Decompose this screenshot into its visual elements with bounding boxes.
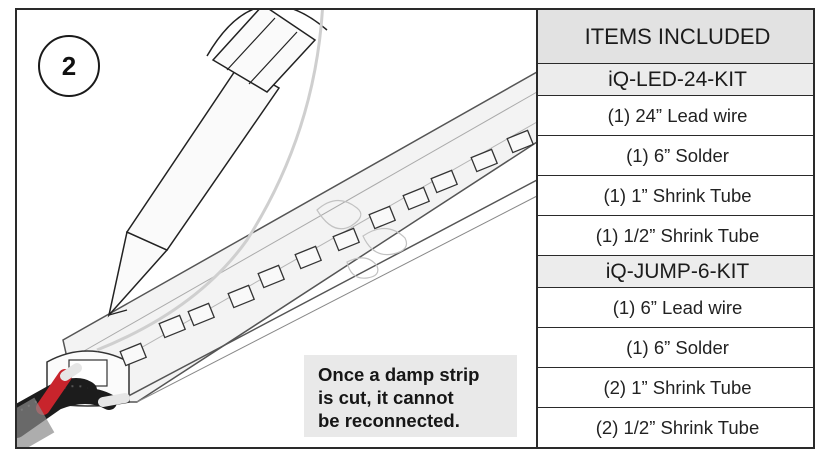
items-included-title: ITEMS INCLUDED [538,10,813,64]
lead-wire-illustration [17,363,130,447]
led-strip-illustration [46,71,564,407]
kit-item: (2) 1/2” Shrink Tube [595,417,760,438]
step-number: 2 [61,50,77,81]
kit-item: (1) 1/2” Shrink Tube [538,216,813,256]
soldering-iron-illustration [107,10,328,318]
items-included-table: ITEMS INCLUDED iQ-LED-24-KIT (1) 24” Lea… [536,10,813,447]
instruction-panel: 2 Once a damp strip is cut, it cannot be… [15,8,815,449]
led-strip-soldering-illustration [17,10,564,447]
note-line: Once a damp strip [318,364,480,385]
damp-strip-warning-note: Once a damp strip is cut, it cannot be r… [304,355,517,437]
kit-item: (1) 6” Lead wire [538,288,813,328]
kit-item: (1) 6” Solder [538,328,813,368]
kit-item: (1) 24” Lead wire [538,96,813,136]
kit-name: iQ-JUMP-6-KIT [538,256,813,288]
note-line: be reconnected. [318,410,460,431]
solder-wire-illustration [96,10,324,352]
kit-item: (1) 6” Solder [538,136,813,176]
kit-name: iQ-LED-24-KIT [538,64,813,96]
led-chip-row [119,129,535,367]
kit-item: (1) 1” Shrink Tube [538,176,813,216]
note-line: is cut, it cannot [318,387,454,408]
step-number-badge: 2 [38,35,100,97]
kit-item: (2) 1” Shrink Tube [538,368,813,408]
